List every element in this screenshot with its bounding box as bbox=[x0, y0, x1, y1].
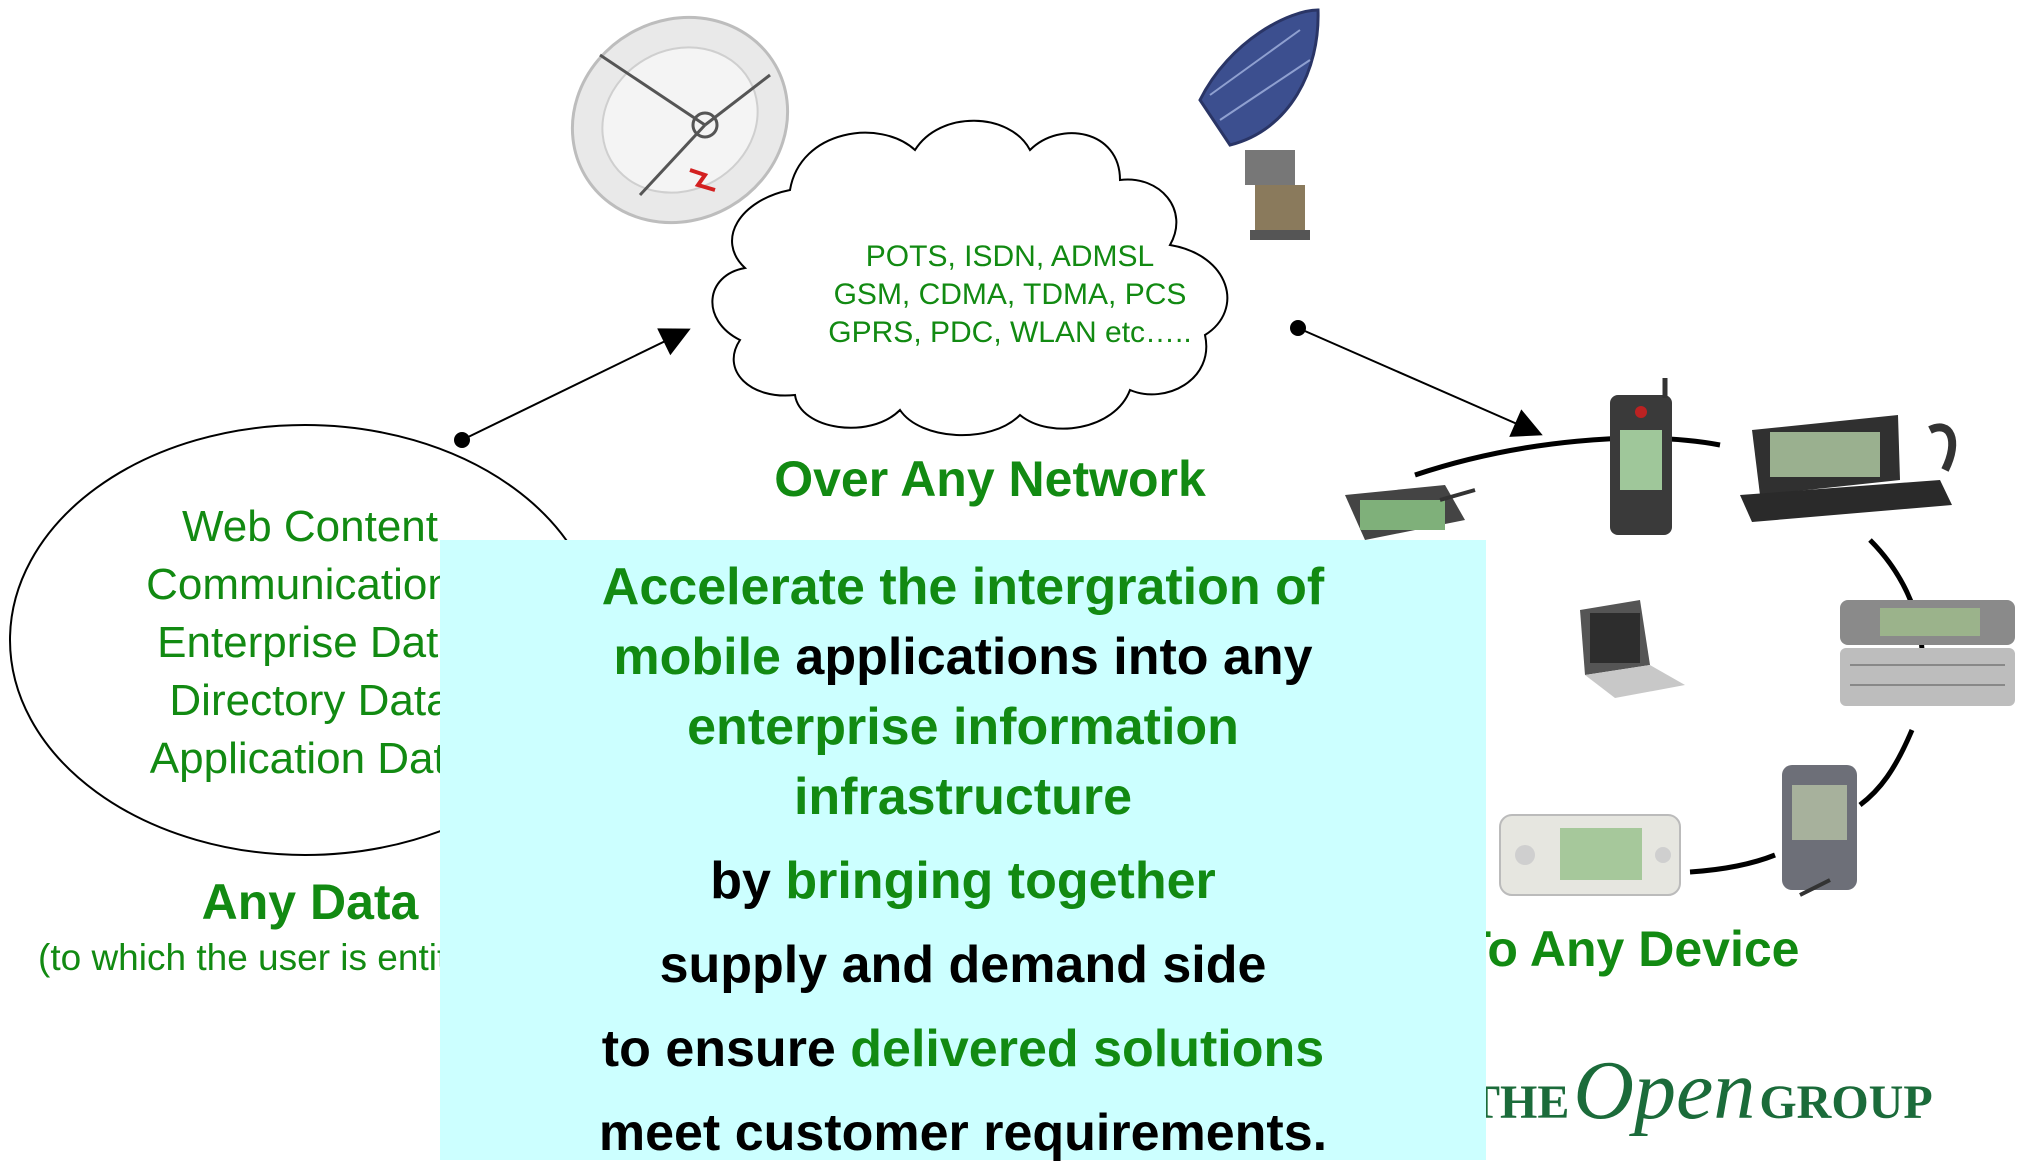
open-group-logo: THE Open GROUP bbox=[1468, 1042, 2008, 1139]
communicator-device-image bbox=[1740, 415, 1957, 522]
network-heading: Over Any Network bbox=[774, 451, 1206, 507]
radar-antenna-image bbox=[1198, 8, 1320, 240]
data-item: Web Content bbox=[181, 502, 438, 551]
mobile-phone-image bbox=[1610, 378, 1672, 535]
network-line: GSM, CDMA, TDMA, PCS bbox=[833, 278, 1187, 311]
panel-line-3: enterprise information bbox=[687, 698, 1239, 756]
network-line: GPRS, PDC, WLAN etc….. bbox=[828, 316, 1192, 349]
network-cloud bbox=[711, 119, 1229, 437]
device-ring bbox=[1414, 435, 1721, 478]
device-ring-lower bbox=[1858, 729, 1915, 807]
panel-line-2: mobile applications into any bbox=[440, 622, 1486, 692]
panel-line-4: infrastructure bbox=[793, 768, 1133, 826]
network-line: POTS, ISDN, ADMSL bbox=[865, 240, 1155, 273]
pen-tablet-image bbox=[1345, 485, 1476, 540]
panel-line-8: meet customer requirements. bbox=[598, 1104, 1328, 1162]
logo-open: Open bbox=[1573, 1044, 1756, 1137]
panel-line-1: Accelerate the intergration of bbox=[601, 558, 1325, 616]
panel-text-to-ensure: to ensure bbox=[601, 1020, 851, 1078]
panel-text-applications: applications into any bbox=[780, 628, 1313, 686]
satellite-dish-image bbox=[570, 15, 790, 225]
arrow-data-to-network bbox=[461, 328, 691, 441]
data-subheading: (to which the user is entitled) bbox=[38, 937, 509, 978]
data-item: Directory Data bbox=[169, 676, 451, 725]
arrow-network-to-devices bbox=[1297, 327, 1543, 437]
data-item: Communications bbox=[146, 560, 474, 609]
panel-line-6: supply and demand side bbox=[659, 936, 1267, 994]
data-list: Web Content Communications Enterprise Da… bbox=[20, 498, 600, 788]
organizer-device-image bbox=[1840, 600, 2015, 706]
panel-text-by: by bbox=[710, 852, 786, 910]
panel-line-7: to ensure delivered solutions bbox=[440, 1014, 1486, 1084]
mission-statement-panel: Accelerate the intergration of mobile ap… bbox=[440, 540, 1486, 1162]
palm-device-image bbox=[1782, 765, 1857, 897]
small-laptop-image bbox=[1580, 600, 1685, 698]
device-ring-bottom bbox=[1689, 852, 1776, 875]
data-item: Enterprise Data bbox=[157, 618, 463, 667]
network-list: POTS, ISDN, ADMSL GSM, CDMA, TDMA, PCS G… bbox=[780, 238, 1240, 352]
panel-line-5: by bringing together bbox=[440, 846, 1486, 916]
data-item: Application Data bbox=[149, 734, 471, 783]
device-heading: To Any Device bbox=[1460, 921, 1800, 977]
panel-text-delivered-solutions: delivered solutions bbox=[850, 1020, 1325, 1078]
panel-text-bringing-together: bringing together bbox=[785, 852, 1216, 910]
logo-group: GROUP bbox=[1759, 1076, 1933, 1129]
panel-text-mobile: mobile bbox=[613, 628, 781, 686]
handheld-pager-image bbox=[1499, 814, 1681, 896]
data-heading: Any Data bbox=[201, 874, 419, 930]
